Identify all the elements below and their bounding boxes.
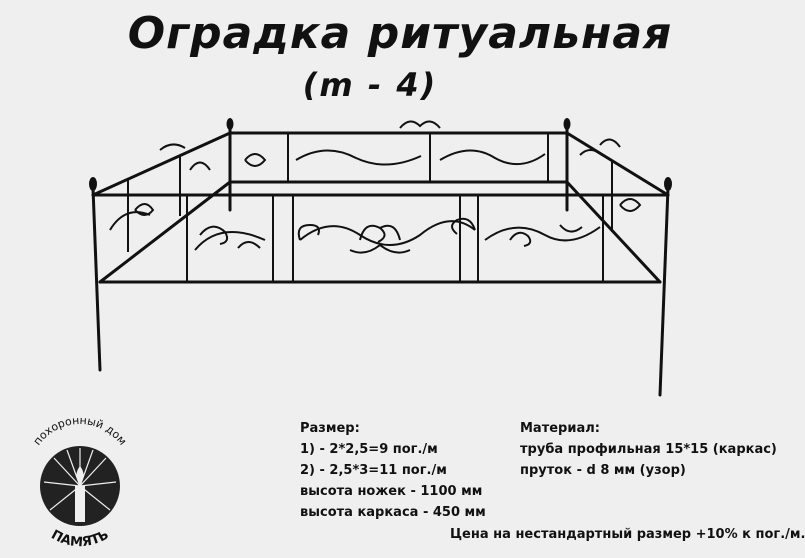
- model-code: (m - 4): [302, 66, 438, 104]
- size-specs: Размер: 1) - 2*2,5=9 пог./м 2) - 2,5*3=1…: [300, 418, 486, 523]
- size-heading: Размер:: [300, 421, 360, 436]
- price-note: Цена на нестандартный размер +10% к пог.…: [450, 527, 805, 542]
- legs-height: высота ножек - 1100 мм: [300, 484, 483, 499]
- page-title: Оградка ритуальная: [127, 8, 673, 59]
- logo-top-text: похоронный дом: [31, 414, 130, 448]
- funeral-home-logo: похоронный дом ПАМЯТЬ: [31, 414, 130, 550]
- material-line: пруток - d 8 мм (узор): [520, 463, 686, 478]
- material-line: труба профильная 15*15 (каркас): [520, 442, 777, 457]
- frame-height: высота каркаса - 450 мм: [300, 505, 486, 520]
- material-heading: Материал:: [520, 421, 600, 436]
- material-specs: Материал: труба профильная 15*15 (каркас…: [520, 418, 777, 481]
- candle-icon: [75, 466, 85, 522]
- size-line: 2) - 2,5*3=11 пог./м: [300, 463, 447, 478]
- fence-illustration: [89, 118, 672, 397]
- logo-bottom-text: ПАМЯТЬ: [48, 527, 111, 550]
- size-line: 1) - 2*2,5=9 пог./м: [300, 442, 438, 457]
